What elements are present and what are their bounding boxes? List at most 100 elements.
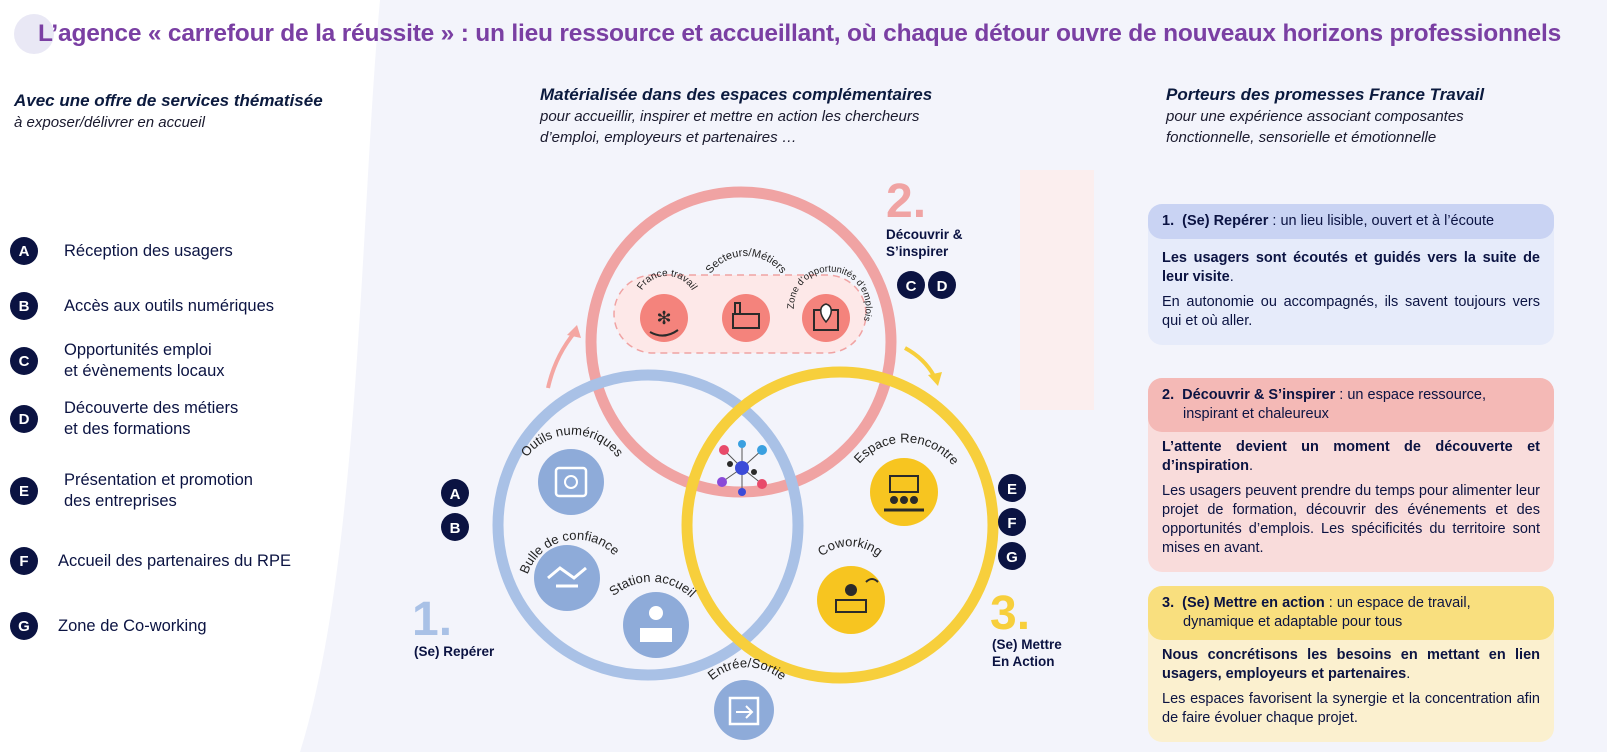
legend-item-a: A Réception des usagers — [10, 237, 233, 265]
legend-item-d: D Découverte des métiers et des formation… — [10, 398, 238, 440]
door-arrows-icon — [714, 680, 774, 740]
step1-label: (Se) Repérer — [414, 644, 495, 659]
col1-heading: Avec une offre de services thématisée — [14, 91, 323, 110]
arrow-right-head — [928, 372, 942, 386]
legend-label-a: Réception des usagers — [64, 241, 233, 262]
card2-num: 2. — [1162, 387, 1175, 403]
col3-subtitle-line2: fonctionnelle, sensorielle et émotionnel… — [1166, 129, 1437, 146]
svg-text:D: D — [937, 278, 948, 295]
step2-label-line1: Découvrir & — [886, 227, 963, 242]
legend-label-c: Opportunités emploi et évènements locaux — [64, 340, 225, 382]
badge-diagram-d: D — [928, 271, 956, 299]
arrow-up-left — [546, 330, 577, 389]
map-pin-icon — [802, 294, 850, 342]
badge-diagram-a: A — [441, 479, 469, 507]
col2-subtitle: pour accueillir, inspirer et mettre en a… — [540, 106, 919, 148]
card3-head-bold: (Se) Mettre en action — [1182, 595, 1325, 611]
circle-action — [681, 366, 999, 684]
page-title: L’agence « carrefour de la réussite » : … — [38, 20, 1561, 47]
col2-subtitle-line2: d’emploi, employeurs et partenaires … — [540, 129, 797, 146]
card2-body-text: Les usagers peuvent prendre du temps pou… — [1162, 483, 1540, 556]
handshake-icon — [534, 545, 600, 611]
card1-head-bold: (Se) Repérer — [1182, 213, 1269, 229]
step3-label-line1: (Se) Mettre — [992, 637, 1062, 652]
badge-a: A — [10, 237, 38, 265]
card3-head-rest: : un espace de travail, — [1324, 595, 1471, 611]
touchscreen-icon — [538, 449, 604, 515]
svg-text:B: B — [450, 520, 461, 537]
col1-subtitle: à exposer/délivrer en accueil — [14, 114, 205, 131]
legend-c-line2: et évènements locaux — [64, 362, 225, 380]
promise-card-1-header: 1. (Se) Repérer : un lieu lisible, ouver… — [1148, 204, 1554, 239]
col3-subtitle-line1: pour une expérience associant composante… — [1166, 108, 1464, 125]
legend-item-c: C Opportunités emploi et évènements locau… — [10, 340, 225, 382]
badge-diagram-e: E — [998, 474, 1026, 502]
col2-heading: Matérialisée dans des espaces complément… — [540, 85, 933, 104]
step3-label-line2: En Action — [992, 654, 1055, 669]
legend-f-line1: Accueil des partenaires du RPE — [58, 551, 291, 570]
promise-card-2-body: L’attente devient un moment de découvert… — [1162, 439, 1540, 556]
france-travail-icon: ✻ — [640, 294, 688, 342]
network-icon — [717, 440, 767, 496]
card3-head-rest2: dynamique et adaptable pour tous — [1183, 614, 1403, 630]
step1-number: 1. — [412, 593, 453, 646]
promise-card-2: 2. Découvrir & S’inspirer : un espace re… — [1148, 378, 1554, 572]
meeting-icon — [870, 458, 938, 526]
legend-e-line2: des entreprises — [64, 492, 177, 510]
coworking-icon — [817, 566, 885, 634]
svg-text:F: F — [1007, 515, 1016, 532]
promise-card-3: 3. (Se) Mettre en action : un espace de … — [1148, 586, 1554, 742]
legend-d-line1: Découverte des métiers — [64, 399, 239, 417]
badge-diagram-b: B — [441, 513, 469, 541]
card2-body-bold: L’attente devient un moment de découvert… — [1162, 439, 1540, 474]
badge-g: G — [10, 612, 38, 640]
card3-body-text: Les espaces favorisent la synergie et la… — [1162, 691, 1540, 726]
label-coworking: Coworking — [815, 534, 886, 559]
step2-label-line2: S’inspirer — [886, 244, 949, 259]
legend-g-line1: Zone de Co-working — [58, 616, 207, 635]
card3-body-bold: Nous concrétisons les besoins en mettant… — [1162, 647, 1540, 682]
legend-c-line1: Opportunités emploi — [64, 341, 212, 359]
svg-text:G: G — [1006, 549, 1018, 566]
promise-card-3-body: Nous concrétisons les besoins en mettant… — [1162, 647, 1540, 726]
reception-desk-icon — [623, 592, 689, 658]
step2-number: 2. — [886, 175, 927, 228]
badge-f: F — [10, 547, 38, 575]
card1-body-text: En autonomie ou accompagnés, ils savent … — [1162, 294, 1540, 329]
card2-head-rest: : un espace ressource, — [1335, 387, 1486, 403]
legend-item-b: B Accès aux outils numériques — [10, 292, 274, 320]
step2-label: Découvrir & S’inspirer — [886, 226, 963, 260]
legend-item-f: F Accueil des partenaires du RPE — [10, 547, 291, 575]
col3-subtitle: pour une expérience associant composante… — [1166, 106, 1464, 148]
badge-e: E — [10, 477, 38, 505]
card2-head-bold: Découvrir & S’inspirer — [1182, 387, 1336, 403]
legend-item-e: E Présentation et promotion des entrepris… — [10, 470, 253, 512]
promise-card-2-header: 2. Découvrir & S’inspirer : un espace re… — [1148, 378, 1554, 432]
legend-label-f: Accueil des partenaires du RPE — [58, 551, 291, 572]
circle-reperer — [492, 369, 804, 681]
badge-b: B — [10, 292, 38, 320]
placeholder-panel — [1020, 170, 1094, 410]
card1-body-bold: Les usagers sont écoutés et guidés vers … — [1162, 250, 1540, 285]
svg-text:A: A — [450, 486, 461, 503]
legend-item-g: G Zone de Co-working — [10, 612, 207, 640]
badge-c: C — [10, 347, 38, 375]
step3-label: (Se) Mettre En Action — [992, 636, 1062, 670]
promise-card-1-body: Les usagers sont écoutés et guidés vers … — [1162, 250, 1540, 329]
svg-text:✻: ✻ — [656, 308, 671, 328]
arrow-up-left-head — [567, 325, 581, 338]
card2-head-rest2: inspirant et chaleureux — [1183, 406, 1329, 422]
col2-subtitle-line1: pour accueillir, inspirer et mettre en a… — [540, 108, 920, 125]
card1-head-rest: : un lieu lisible, ouvert et à l’écoute — [1268, 213, 1495, 229]
legend-label-b: Accès aux outils numériques — [64, 296, 274, 317]
label-secteurs: Secteurs/Métiers — [704, 247, 789, 276]
card1-num: 1. — [1162, 213, 1175, 229]
legend-e-line1: Présentation et promotion — [64, 471, 253, 489]
badge-diagram-c: C — [897, 271, 925, 299]
legend-d-line2: et des formations — [64, 420, 191, 438]
card3-num: 3. — [1162, 595, 1175, 611]
badge-diagram-f: F — [998, 508, 1026, 536]
badge-d: D — [10, 405, 38, 433]
factory-icon — [722, 294, 770, 342]
legend-b-line1: Accès aux outils numériques — [64, 296, 275, 315]
